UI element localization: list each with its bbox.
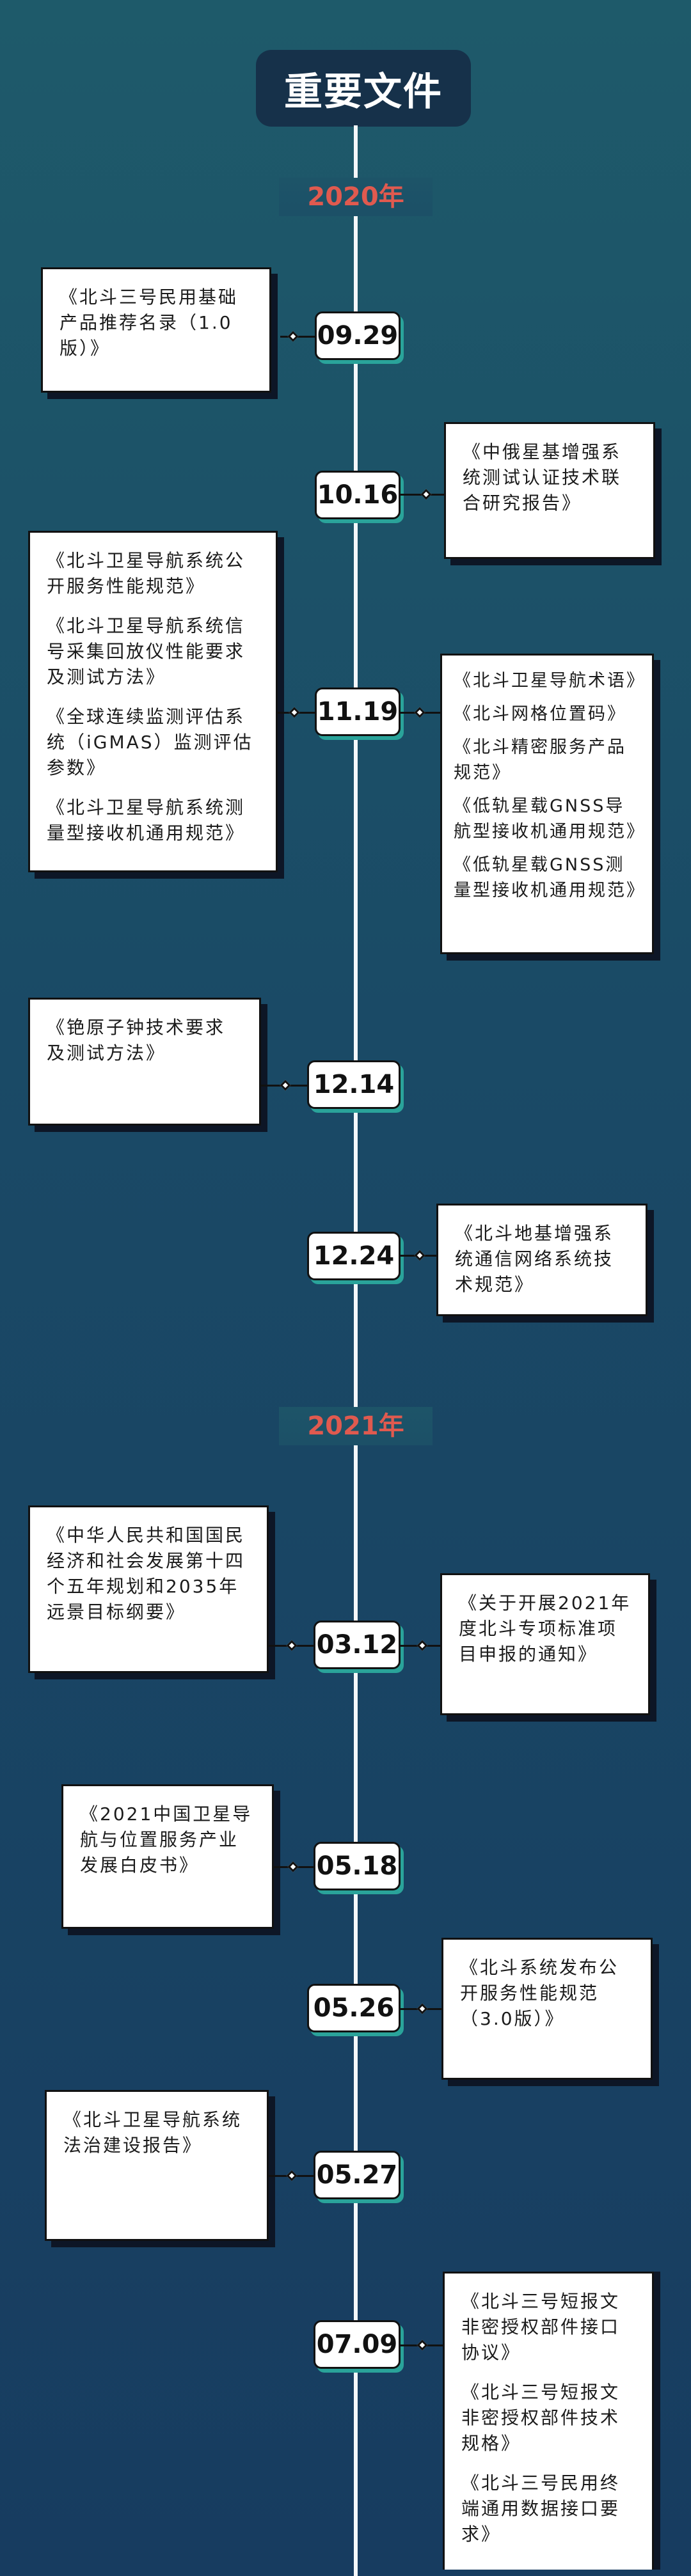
document-title: 《北斗系统发布公开服务性能规范（3.0版）》 — [460, 1957, 619, 2029]
timeline-date: 05.27 — [314, 2151, 401, 2199]
connector-diamond-icon — [417, 1640, 428, 1651]
document-title: 《低轨星载GNSS导航型接收机通用规范》 — [454, 796, 646, 842]
document-card: 《北斗卫星导航系统法治建设报告》 — [45, 2090, 269, 2241]
document-card: 《北斗卫星导航术语》 《北斗网格位置码》 《北斗精密服务产品规范》 《低轨星载G… — [440, 654, 654, 954]
document-title: 《北斗卫星导航系统公开服务性能规范》 — [47, 550, 246, 597]
connector-diamond-icon — [287, 1861, 299, 1873]
document-title: 《北斗三号民用终端通用数据接口要求》 — [461, 2472, 621, 2545]
document-title: 《北斗三号短报文非密授权部件接口协议》 — [461, 2291, 621, 2363]
timeline-date: 09.29 — [315, 311, 401, 360]
connector-diamond-icon — [280, 1080, 291, 1091]
timeline-date: 05.26 — [307, 1984, 401, 2032]
document-card: 《北斗系统发布公开服务性能规范（3.0版）》 — [441, 1938, 653, 2080]
page-title: 重要文件 — [256, 50, 471, 127]
timeline-date: 03.12 — [314, 1621, 401, 1669]
document-card: 《北斗三号民用基础产品推荐名录（1.0版）》 — [41, 267, 271, 393]
document-title: 《北斗精密服务产品规范》 — [454, 737, 626, 783]
document-title: 《低轨星载GNSS测量型接收机通用规范》 — [454, 855, 646, 900]
document-card: 《北斗卫星导航系统公开服务性能规范》 《北斗卫星导航系统信号采集回放仪性能要求及… — [28, 531, 278, 872]
connector-diamond-icon — [289, 707, 300, 718]
document-title: 《北斗卫星导航术语》 — [454, 671, 646, 691]
timeline-date: 12.14 — [307, 1060, 401, 1109]
document-title: 《关于开展2021年度北斗专项标准项目申报的通知》 — [459, 1592, 631, 1665]
document-title: 《北斗三号民用基础产品推荐名录（1.0版）》 — [60, 287, 239, 359]
document-card: 《中俄星基增强系统测试认证技术联合研究报告》 — [444, 422, 655, 559]
document-title: 《北斗网格位置码》 — [454, 704, 626, 724]
connector-diamond-icon — [417, 2003, 428, 2014]
year-label-2021: 2021年 — [279, 1407, 433, 1445]
document-title: 《北斗三号短报文非密授权部件技术规格》 — [461, 2382, 621, 2454]
document-title: 《北斗卫星导航系统信号采集回放仪性能要求及测试方法》 — [47, 615, 246, 687]
document-title: 《中俄星基增强系统测试认证技术联合研究报告》 — [463, 441, 622, 514]
year-label-2020: 2020年 — [279, 178, 433, 216]
document-title: 《北斗卫星导航系统法治建设报告》 — [63, 2109, 242, 2156]
connector-diamond-icon — [286, 1640, 298, 1651]
timeline-date: 10.16 — [315, 471, 401, 519]
document-card: 《铯原子钟技术要求及测试方法》 — [28, 998, 261, 1126]
document-title: 《北斗地基增强系统通信网络系统技术规范》 — [455, 1223, 614, 1295]
connector-diamond-icon — [417, 2339, 428, 2351]
document-card: 《北斗地基增强系统通信网络系统技术规范》 — [436, 1204, 647, 1316]
document-card: 《中华人民共和国国民经济和社会发展第十四个五年规划和2035年远景目标纲要》 — [28, 1505, 269, 1673]
connector-diamond-icon — [286, 2170, 298, 2181]
document-card: 《关于开展2021年度北斗专项标准项目申报的通知》 — [440, 1573, 650, 1715]
timeline-date: 07.09 — [314, 2320, 401, 2369]
connector-diamond-icon — [420, 489, 432, 500]
document-card: 《北斗三号短报文非密授权部件接口协议》 《北斗三号短报文非密授权部件技术规格》 … — [443, 2272, 654, 2570]
connector-diamond-icon — [414, 1250, 425, 1261]
connector-diamond-icon — [414, 707, 425, 718]
connector-diamond-icon — [287, 331, 299, 342]
timeline-date: 05.18 — [314, 1842, 401, 1890]
document-card: 《2021中国卫星导航与位置服务产业发展白皮书》 — [61, 1784, 274, 1929]
timeline-date: 12.24 — [307, 1232, 401, 1280]
document-title: 《铯原子钟技术要求及测试方法》 — [47, 1017, 226, 1064]
timeline-axis — [354, 125, 358, 2576]
document-title: 《全球连续监测评估系统（iGMAS）监测评估参数》 — [47, 706, 253, 778]
document-title: 《北斗卫星导航系统测量型接收机通用规范》 — [47, 797, 246, 844]
document-title: 《2021中国卫星导航与位置服务产业发展白皮书》 — [80, 1803, 253, 1876]
timeline-date: 11.19 — [315, 687, 401, 736]
document-title: 《中华人民共和国国民经济和社会发展第十四个五年规划和2035年远景目标纲要》 — [47, 1525, 246, 1622]
